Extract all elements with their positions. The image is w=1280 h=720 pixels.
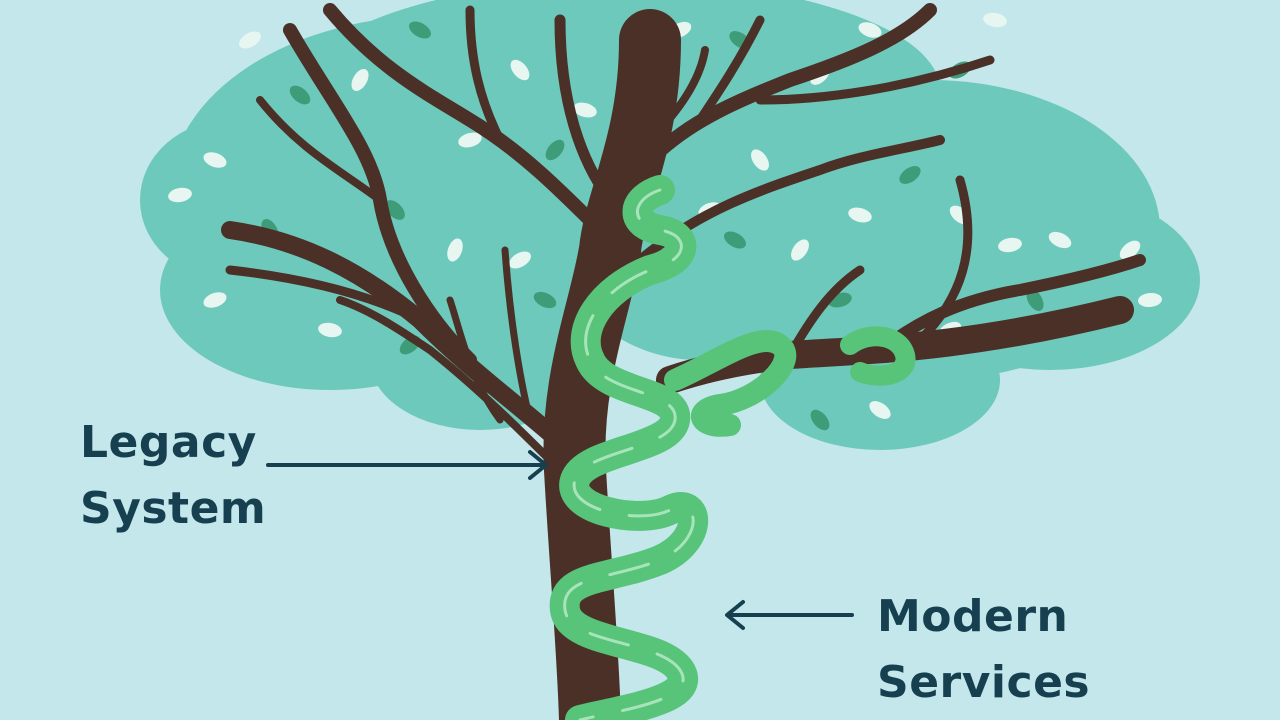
- arrow-left-icon: [725, 600, 854, 630]
- legacy-label-line2: System: [80, 483, 267, 534]
- legacy-system-label: Legacy System: [80, 410, 266, 542]
- legacy-label-line1: Legacy: [80, 417, 257, 468]
- vine-illustration: [549, 175, 916, 720]
- modern-services-label: Modern Services: [877, 584, 1090, 716]
- arrow-right-icon: [266, 450, 548, 480]
- modern-label-line1: Modern: [877, 591, 1069, 642]
- modern-label-line2: Services: [877, 657, 1091, 708]
